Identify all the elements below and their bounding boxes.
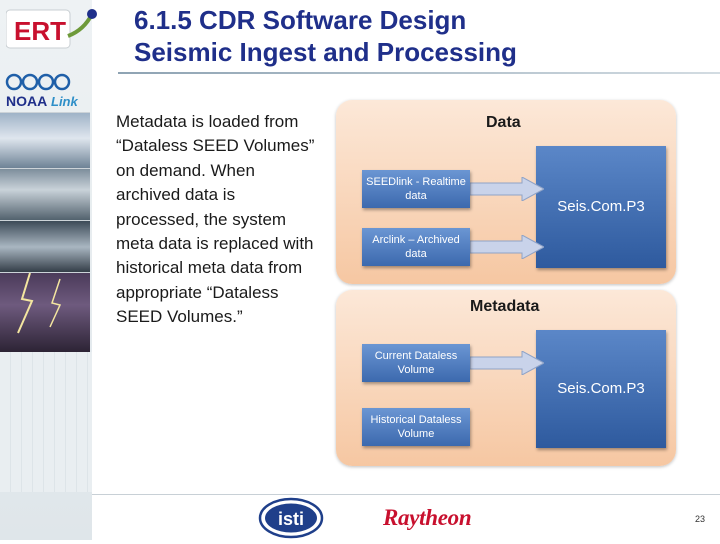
page-number: 23 [695,514,706,524]
ert-logo: ERT [5,6,98,52]
seedlink-realtime-label: SEEDlink - Realtime data [366,176,466,202]
arrow-right-icon [470,235,544,259]
seiscomp3-data-box: Seis.Com.P3 [536,146,666,268]
seiscomp3-metadata-label: Seis.Com.P3 [557,380,645,397]
link-text: Link [51,94,78,109]
footer-divider [92,494,720,495]
seiscomp3-metadata-box: Seis.Com.P3 [536,330,666,448]
seedlink-realtime-box: SEEDlink - Realtime data [362,170,470,208]
body-text: Metadata is loaded from “Dataless SEED V… [116,112,315,327]
current-dataless-volume-label: Current Dataless Volume [374,350,458,376]
noaa-text: NOAA [6,93,47,109]
title-line-2: Seismic Ingest and Processing [134,37,517,67]
weather-photo-lightning [0,272,90,353]
arrow-right-icon [470,351,544,375]
arclink-archived-label: Arclink – Archived data [372,234,460,260]
isti-logo: isti [258,497,324,539]
title-divider [118,72,720,74]
noaa-link-logo: NOAA Link [4,72,90,112]
current-dataless-volume-box: Current Dataless Volume [362,344,470,382]
metadata-group-title: Metadata [470,298,540,315]
ert-logo-text: ERT [14,16,66,46]
circuit-decoration [0,352,92,492]
slide-title: 6.1.5 CDR Software Design Seismic Ingest… [134,4,517,68]
arclink-archived-box: Arclink – Archived data [362,228,470,266]
raytheon-logo: Raytheon [383,505,472,530]
data-group-title: Data [486,114,521,131]
historical-dataless-volume-box: Historical Dataless Volume [362,408,470,446]
weather-photo-waves [0,168,90,221]
seiscomp3-data-label: Seis.Com.P3 [557,198,645,215]
isti-logo-text: isti [278,509,304,529]
weather-photo-tornado [0,220,90,273]
arrow-right-icon [470,177,544,201]
title-line-1: 6.1.5 CDR Software Design [134,5,467,35]
weather-photo-clouds [0,112,90,169]
historical-dataless-volume-label: Historical Dataless Volume [370,414,462,440]
